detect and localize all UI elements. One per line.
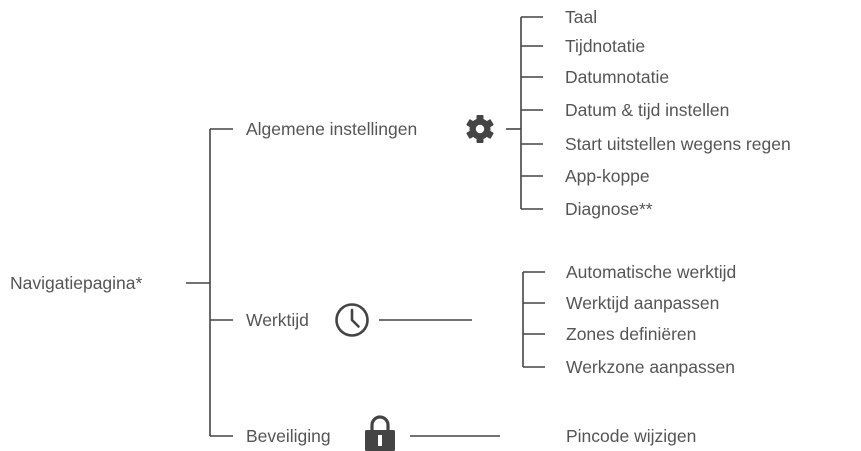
menu-item-label: Datumnotatie [565, 67, 670, 87]
menu-item-label: Zones definiëren [566, 324, 697, 344]
menu-item-label: Diagnose** [565, 199, 653, 219]
menu-item-label: Tijdnotatie [565, 36, 646, 56]
menu-item-label: Werktijd aanpassen [566, 293, 720, 313]
branch-label-algemene: Algemene instellingen [246, 119, 418, 139]
lock-icon [365, 415, 395, 451]
branch-label-beveiliging: Beveiliging [246, 426, 331, 446]
menu-item-label: Start uitstellen wegens regen [565, 134, 791, 154]
clock-icon [335, 303, 369, 337]
root-node-label: Navigatiepagina* [10, 273, 143, 293]
menu-item-label: Taal [565, 7, 598, 27]
menu-item-label: Automatische werktijd [566, 262, 737, 282]
menu-item-label: Werkzone aanpassen [566, 357, 735, 377]
menu-item-label: Pincode wijzigen [566, 426, 697, 446]
gear-icon [466, 115, 494, 143]
menu-item-label: App-koppe [565, 166, 650, 186]
branch-label-werktijd: Werktijd [246, 310, 309, 330]
menu-item-label: Datum & tijd instellen [565, 100, 730, 120]
